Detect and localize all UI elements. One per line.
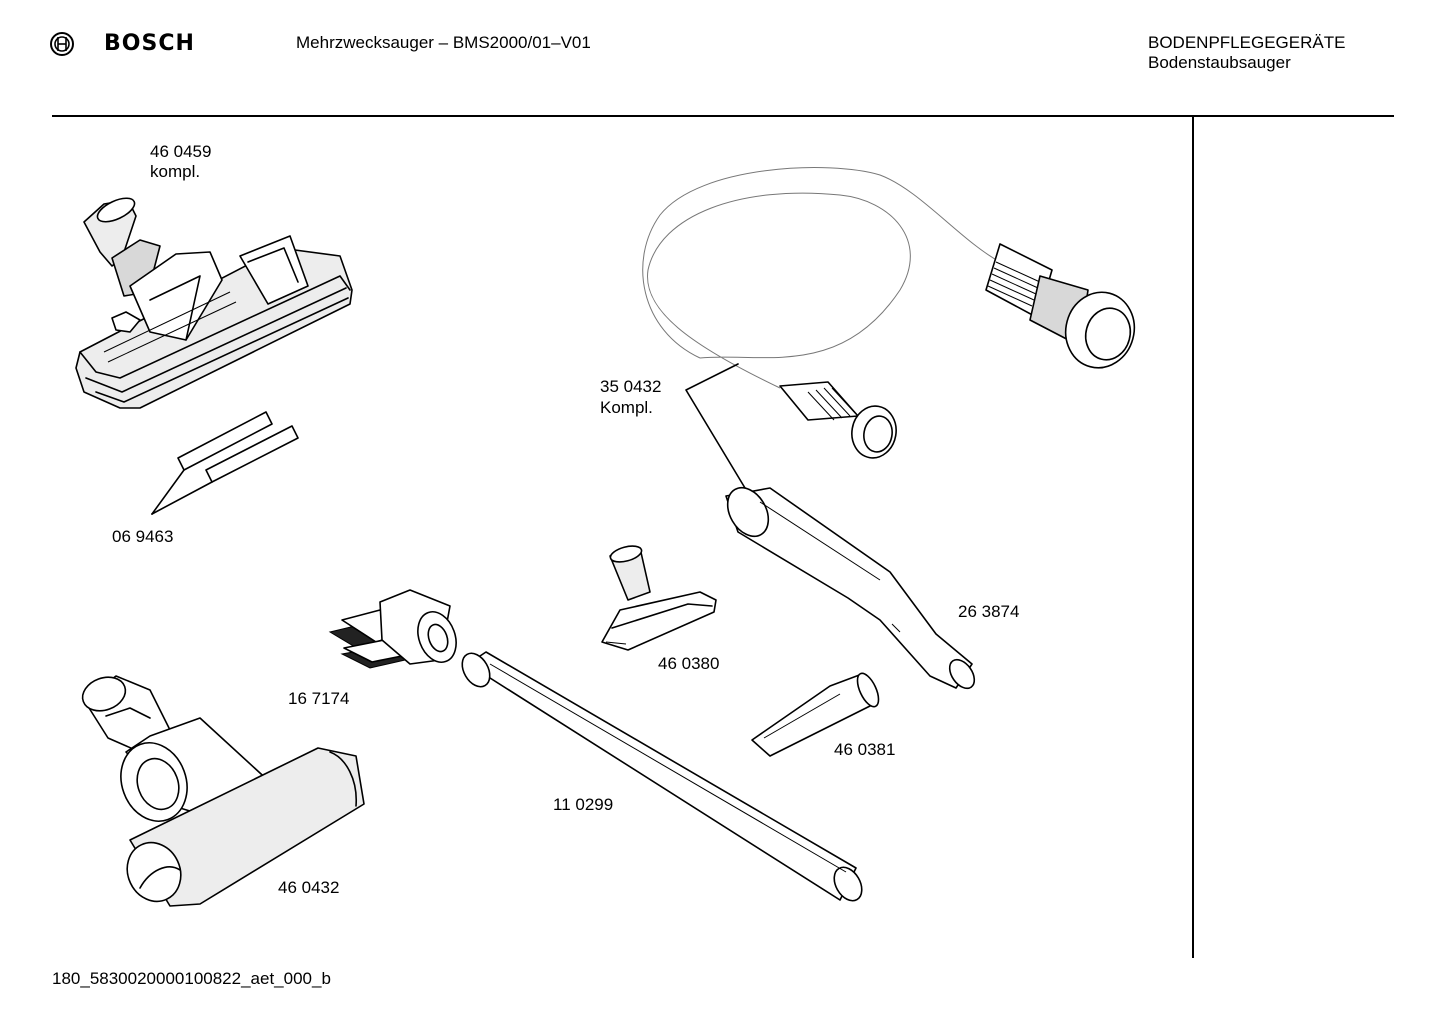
hose-drawing (642, 167, 1136, 489)
right-margin-divider (1192, 115, 1194, 958)
part-number-handle-tube: 26 3874 (958, 602, 1020, 621)
part-number-hose: 35 0432 (600, 377, 662, 396)
nozzle-strips-drawing (151, 411, 299, 515)
part-number-clip-holder: 16 7174 (288, 689, 350, 708)
floor-nozzle-drawing (75, 197, 353, 409)
extension-tube-drawing (461, 651, 863, 902)
bosch-logo: BOSCH (48, 30, 208, 60)
part-note-hose: Kompl. (600, 398, 653, 417)
header-divider (52, 115, 1394, 117)
category-title: BODENPFLEGEGERÄTE (1148, 33, 1346, 52)
document-title: Mehrzwecksauger – BMS2000/01–V01 (296, 33, 591, 52)
part-number-upholstery-nozzle: 46 0380 (658, 654, 720, 673)
part-note-floor-nozzle: kompl. (150, 162, 201, 181)
upholstery-nozzle-drawing (601, 545, 717, 651)
turbo-brush-drawing (81, 675, 365, 907)
part-number-extension-tube: 11 0299 (553, 795, 614, 814)
crevice-nozzle-drawing (751, 672, 880, 757)
part-number-floor-nozzle: 46 0459 (150, 142, 212, 161)
footer-code: 180_5830020000100822_aet_000_b (52, 969, 331, 988)
bosch-armature-icon (50, 32, 74, 56)
brand-name: BOSCH (104, 31, 195, 56)
part-number-crevice-nozzle: 46 0381 (834, 740, 896, 759)
clip-holder-drawing (328, 589, 457, 669)
subcategory-title: Bodenstaubsauger (1148, 53, 1291, 72)
part-number-turbo-brush: 46 0432 (278, 878, 340, 897)
part-number-strips: 06 9463 (112, 527, 174, 546)
handle-tube-drawing (725, 486, 976, 690)
